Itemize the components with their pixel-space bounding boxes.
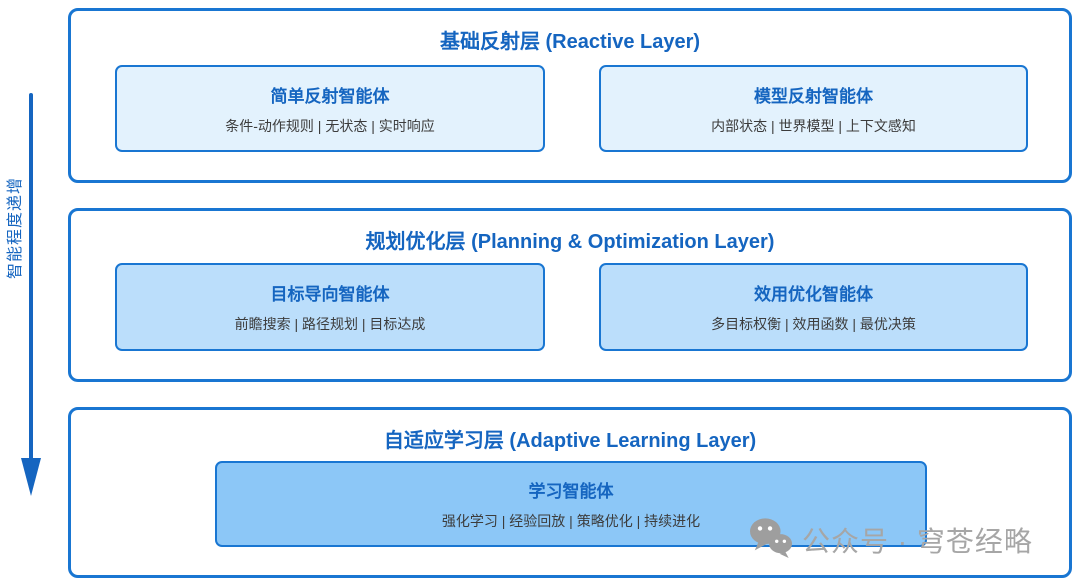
layer-reactive-title: 基础反射层 (Reactive Layer) [439,31,701,53]
layer-planning-title: 规划优化层 (Planning & Optimization Layer) [365,231,775,253]
down-arrow-line [29,93,33,460]
agent-name: 目标导向智能体 [270,285,390,304]
agent-learning: 学习智能体 强化学习 | 经验回放 | 策略优化 | 持续进化 [215,461,927,547]
agent-features: 前瞻搜索 | 路径规划 | 目标达成 [234,316,426,332]
agent-features: 内部状态 | 世界模型 | 上下文感知 [711,117,916,134]
agent-features: 条件-动作规则 | 无状态 | 实时响应 [225,117,435,134]
agent-model-reflex: 模型反射智能体 内部状态 | 世界模型 | 上下文感知 [599,65,1028,152]
agent-name: 模型反射智能体 [754,86,873,106]
agent-name: 简单反射智能体 [270,86,390,106]
agent-name: 效用优化智能体 [754,285,873,304]
layer-learning-title: 自适应学习层 (Adaptive Learning Layer) [383,430,757,452]
agent-goal-based: 目标导向智能体 前瞻搜索 | 路径规划 | 目标达成 [115,263,545,351]
watermark: 公众号 · 穹苍经略 [748,516,1033,563]
watermark-text: 公众号 · 穹苍经略 [802,525,1033,557]
agent-utility-based: 效用优化智能体 多目标权衡 | 效用函数 | 最优决策 [599,263,1028,351]
layer-adaptive-learning: 自适应学习层 (Adaptive Learning Layer) 学习智能体 强… [68,407,1072,578]
agent-name: 学习智能体 [528,482,614,501]
agent-features: 多目标权衡 | 效用函数 | 最优决策 [711,316,916,332]
down-arrow-head-icon [21,458,41,496]
intelligence-axis-label: 智能程度递增 [7,177,24,280]
layer-planning-optimization: 规划优化层 (Planning & Optimization Layer) 目标… [68,208,1072,382]
layer-reactive: 基础反射层 (Reactive Layer) 简单反射智能体 条件-动作规则 |… [68,8,1072,183]
agent-simple-reflex: 简单反射智能体 条件-动作规则 | 无状态 | 实时响应 [115,65,545,152]
wechat-icon [748,516,794,563]
agent-features: 强化学习 | 经验回放 | 策略优化 | 持续进化 [441,513,701,529]
